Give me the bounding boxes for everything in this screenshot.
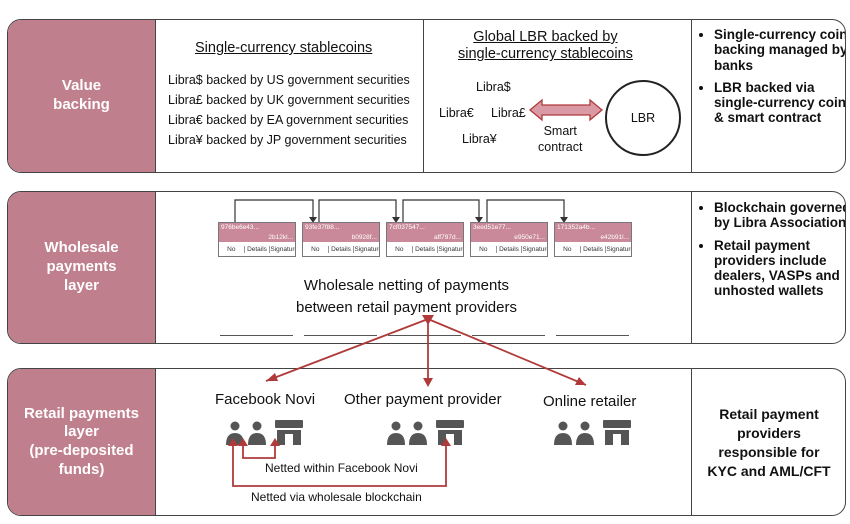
provider-facebook-novi: Facebook Novi — [215, 391, 316, 408]
lbr-label: LBR — [630, 111, 656, 125]
single-currency-item: Libra$ backed by US government securitie… — [168, 73, 410, 87]
block-links — [234, 199, 568, 223]
retail-row: Retail payments layer (pre-deposited fun… — [7, 368, 846, 516]
smart-contract-label: Smart contract — [538, 124, 583, 155]
retail-note: Retail payment providers responsible for… — [707, 406, 831, 479]
wholesale-row: Wholesale payments layer 976be6e43...2b1… — [7, 191, 846, 344]
lbr-circle: LBR — [605, 80, 681, 156]
wholesale-notes: Blockchain governed by Libra Association… — [698, 200, 845, 306]
coin-libra-gbp: Libra£ — [491, 106, 526, 120]
users-icon — [226, 421, 266, 445]
note-item: Single-currency coins backing managed by… — [714, 27, 845, 73]
single-currency-item: Libra¥ backed by JP government securitie… — [168, 133, 407, 147]
single-currency-item: Libra€ backed by EA government securitie… — [168, 113, 409, 127]
coin-libra-jpy: Libra¥ — [462, 132, 497, 146]
note-item: Blockchain governed by Libra Association — [714, 200, 845, 231]
store-icon — [603, 420, 631, 445]
blockchain-block: 93fe37f88...b0928f... NoDetailsSignature… — [302, 222, 380, 257]
global-lbr-title: Global LBR backed by single-currency sta… — [458, 29, 633, 63]
store-icon — [436, 420, 464, 445]
store-icon — [275, 420, 303, 445]
value-backing-notes: Single-currency coins backing managed by… — [698, 27, 845, 133]
note-item: Retail payment providers include dealers… — [714, 238, 845, 299]
note-item: LBR backed via single-currency coins & s… — [714, 80, 845, 126]
coin-libra-eur: Libra€ — [439, 106, 474, 120]
double-arrow-icon — [528, 98, 604, 122]
single-currency-title: Single-currency stablecoins — [195, 40, 373, 56]
blockchain-block: 976be6e43...2b12kl... NoDetailsSignature… — [218, 222, 296, 257]
retail-label: Retail payments layer (pre-deposited fun… — [8, 369, 156, 515]
users-icon — [554, 421, 594, 445]
netted-via-label: Netted via wholesale blockchain — [251, 490, 422, 504]
provider-online-retailer: Online retailer — [543, 393, 637, 410]
single-currency-item: Libra£ backed by UK government securitie… — [168, 93, 410, 107]
users-icon — [387, 421, 427, 445]
netted-within-label: Netted within Facebook Novi — [265, 461, 418, 475]
wholesale-netting-text: Wholesale netting of payments between re… — [296, 277, 517, 316]
wholesale-label: Wholesale payments layer — [8, 192, 156, 343]
provider-other: Other payment provider — [344, 391, 502, 408]
coin-libra-usd: Libra$ — [476, 80, 511, 94]
